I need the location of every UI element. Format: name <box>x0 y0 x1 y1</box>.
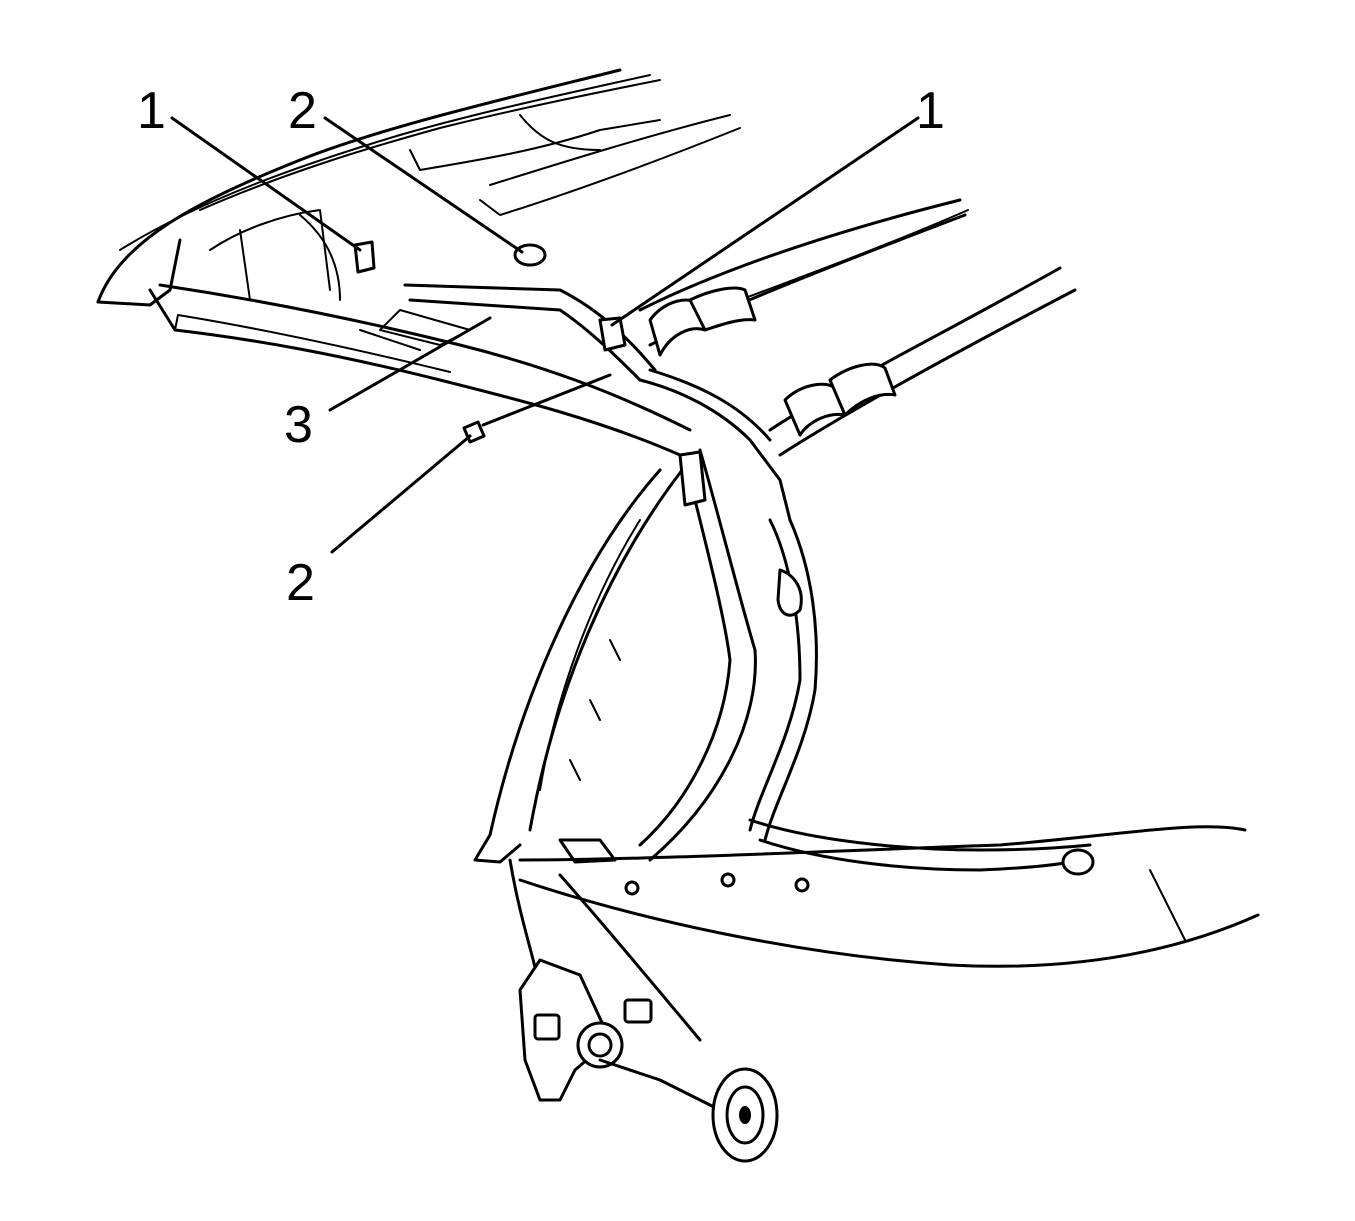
callout-1-right: 1 <box>916 82 945 140</box>
main-frame-arm <box>473 448 757 864</box>
fastener-1-right <box>598 316 627 352</box>
plug-2-top <box>513 243 547 267</box>
fastener-1-left <box>353 240 376 274</box>
callout-2-bottom: 2 <box>286 554 315 612</box>
front-header-bow <box>96 68 741 457</box>
body-quarter-panel <box>518 825 1260 968</box>
callout-3: 3 <box>284 396 313 454</box>
lower-hinge-pivot <box>508 858 779 1163</box>
callout-labels: 1 2 1 3 2 <box>137 82 945 612</box>
roof-rails <box>638 198 1077 457</box>
callout-2-top: 2 <box>288 82 317 140</box>
callout-leaders <box>170 116 920 554</box>
rear-linkage <box>748 518 1095 876</box>
callout-1-left: 1 <box>137 82 166 140</box>
